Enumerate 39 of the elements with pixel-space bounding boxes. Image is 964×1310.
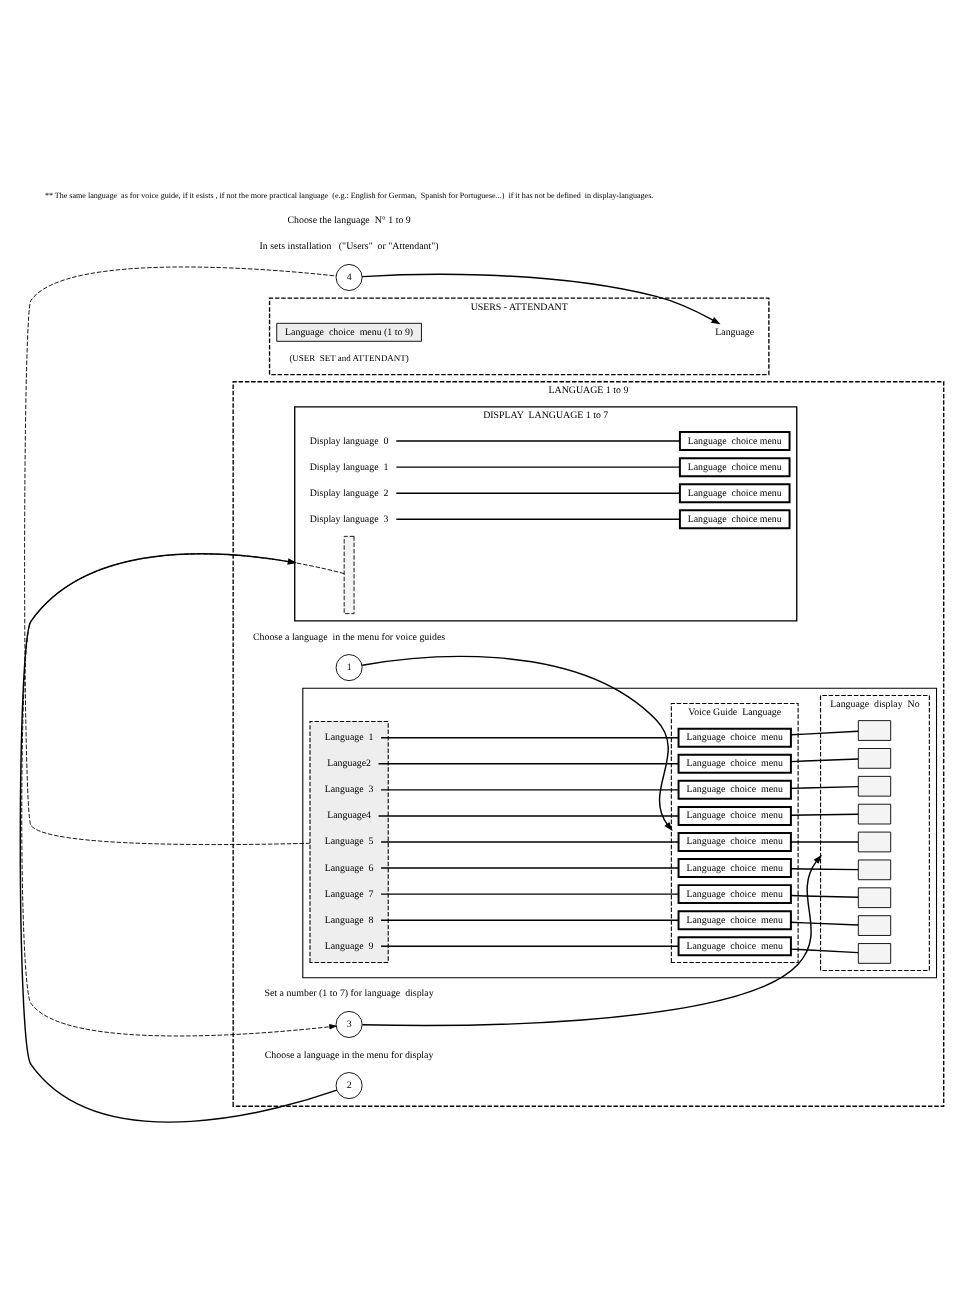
connector [395,466,681,468]
connector [790,841,859,843]
connector [380,737,680,739]
node-box [857,943,892,964]
node-box [857,803,892,825]
cluster [309,721,389,963]
node-box [857,887,892,909]
connector [380,893,680,895]
connector [790,813,859,816]
node-box [857,720,892,741]
node-box [857,748,892,769]
node-box [857,831,892,853]
connector [380,789,680,791]
connector [790,894,859,899]
node-box [343,535,355,615]
connector [377,763,680,765]
connector [380,919,680,921]
arrow [361,854,822,1027]
connector [790,785,859,790]
arrow [361,273,721,325]
connector [790,758,859,763]
connector [24,266,337,845]
arrow [19,553,338,1123]
connector [380,945,680,947]
node-box [857,915,892,936]
connector [395,492,681,494]
connector [395,518,681,520]
connector [790,948,859,954]
connector [790,730,859,736]
connector [790,868,859,871]
connector [380,867,680,869]
node-box [857,859,892,881]
connector [395,440,681,442]
arrow [361,655,673,832]
connector [377,815,680,817]
node-box [857,775,892,797]
cluster [302,687,938,979]
connector [380,841,680,843]
connector [790,921,859,926]
